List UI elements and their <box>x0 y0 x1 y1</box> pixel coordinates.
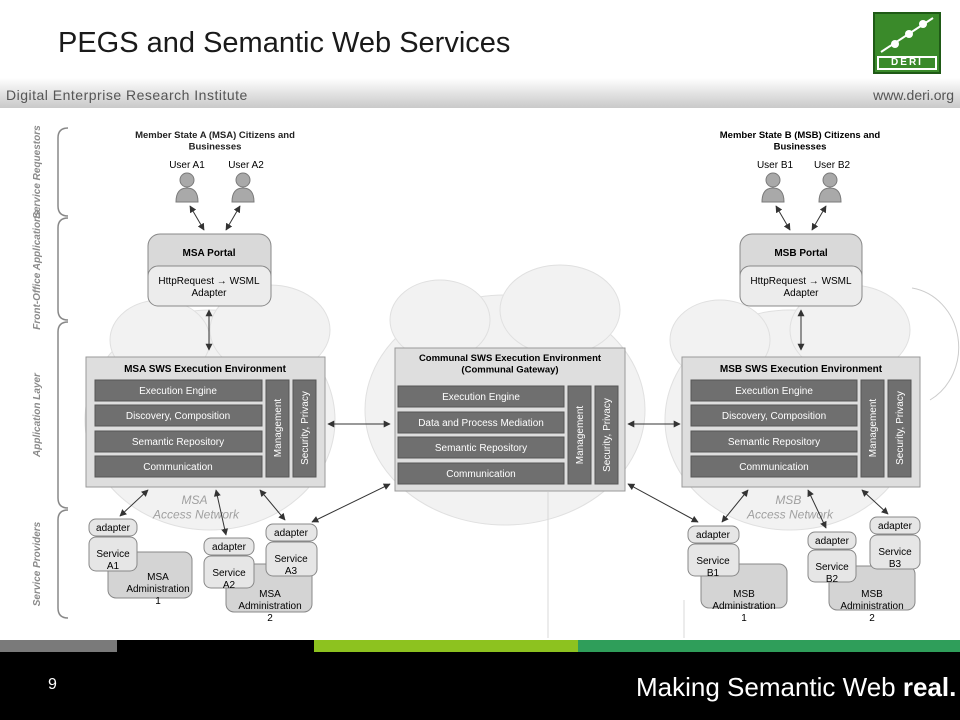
msa-adapter3-box <box>265 523 318 542</box>
msa-adapter-box <box>147 265 272 307</box>
msa-adapter2-label: adapter <box>212 542 247 553</box>
user-a1-label: User A1 <box>169 160 205 171</box>
footer-stripe-gray <box>0 640 117 652</box>
msb-adapter3-label: adapter <box>878 521 913 532</box>
msa-service-a3-box <box>265 541 318 577</box>
msa-row-discovery: Discovery, Composition <box>126 411 230 422</box>
msb-service-b2-box <box>807 549 857 583</box>
msb-adapter1-label: adapter <box>696 530 731 541</box>
user-b2-label: User B2 <box>814 160 851 171</box>
footer-stripe-lime <box>314 640 578 652</box>
architecture-diagram: Service Requestors Front-Office Applicat… <box>32 125 960 638</box>
msb-adapter2-box <box>807 531 857 550</box>
footer-bar <box>0 652 960 720</box>
msb-adapter3-box <box>869 516 921 535</box>
msb-security-label: Security, Privacy <box>895 391 906 465</box>
institute-name: Digital Enterprise Research Institute <box>6 87 248 103</box>
deri-logo <box>873 12 941 74</box>
communal-row-repository: Semantic Repository <box>435 443 527 454</box>
msb-management-label: Management <box>868 399 879 458</box>
layer-label-service-requestors: Service Requestors <box>32 125 43 219</box>
msb-row-execution-engine: Execution Engine <box>735 386 813 397</box>
msb-service-b3-box <box>869 534 921 570</box>
msb-env-title: MSB SWS Execution Environment <box>720 364 883 375</box>
msa-row-execution-engine: Execution Engine <box>139 386 217 397</box>
user-a2-label: User A2 <box>228 160 264 171</box>
layer-brackets <box>57 127 69 619</box>
msb-row-communication: Communication <box>739 462 808 473</box>
communal-row-communication: Communication <box>446 469 515 480</box>
msb-portal-label: MSB Portal <box>774 248 828 259</box>
msa-service-a1-box <box>88 536 138 572</box>
communal-row-execution-engine: Execution Engine <box>442 392 520 403</box>
msa-portal-label: MSA Portal <box>183 248 236 259</box>
msb-adapter-box <box>739 265 863 307</box>
layer-label-front-office: Front-Office Applications <box>32 210 43 330</box>
msa-adapter3-label: adapter <box>274 528 309 539</box>
msb-adapter1-box <box>687 525 740 544</box>
msa-adapter1-label: adapter <box>96 523 131 534</box>
msb-row-discovery: Discovery, Composition <box>722 411 826 422</box>
user-b1-icon <box>761 172 785 203</box>
tagline-bold: real. <box>902 672 957 702</box>
msa-row-repository: Semantic Repository <box>132 437 224 448</box>
website-url: www.deri.org <box>873 87 954 103</box>
slide-title: PEGS and Semantic Web Services <box>58 27 511 59</box>
msa-adapter1-box <box>88 518 138 537</box>
user-a1-icon <box>175 172 199 203</box>
user-b2-icon <box>818 172 842 203</box>
decorative-arc <box>911 287 960 401</box>
tagline-text: Making Semantic Web <box>636 672 903 702</box>
footer-stripe-green <box>578 640 960 652</box>
layer-label-service-providers: Service Providers <box>32 521 43 606</box>
msa-service-a2-box <box>203 555 255 589</box>
communal-security-label: Security, Privacy <box>602 398 613 472</box>
tagline: Making Semantic Web real. <box>636 672 956 703</box>
msa-env-title: MSA SWS Execution Environment <box>124 364 287 375</box>
layer-label-application: Application Layer <box>32 372 43 458</box>
msa-security-label: Security, Privacy <box>300 391 311 465</box>
communal-management-label: Management <box>575 406 586 465</box>
user-a2-icon <box>231 172 255 203</box>
msa-row-communication: Communication <box>143 462 212 473</box>
msb-row-repository: Semantic Repository <box>728 437 820 448</box>
user-b1-label: User B1 <box>757 160 794 171</box>
header-bar <box>0 78 960 108</box>
page-number: 9 <box>48 676 57 693</box>
logo-text: DERI <box>877 56 937 70</box>
communal-title: Communal SWS Execution Environment(Commu… <box>419 353 602 375</box>
communal-row-mediation: Data and Process Mediation <box>418 418 544 429</box>
msb-adapter2-label: adapter <box>815 536 850 547</box>
footer-stripe-black <box>117 640 314 652</box>
msb-service-b1-box <box>687 543 740 577</box>
msa-adapter2-box <box>203 537 255 556</box>
msa-management-label: Management <box>273 399 284 458</box>
